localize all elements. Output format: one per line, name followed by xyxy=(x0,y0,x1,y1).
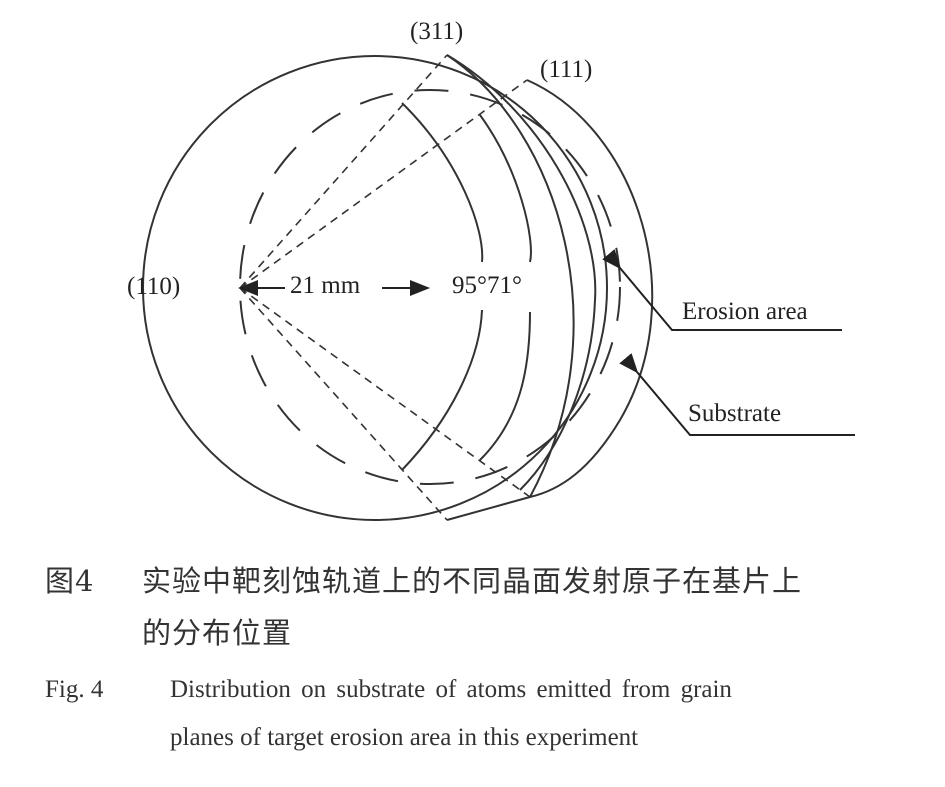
substrate-leader xyxy=(619,353,855,436)
caption-en-line1: Distribution on substrate of atoms emitt… xyxy=(170,676,732,703)
distance-label: 21 mm xyxy=(290,272,361,299)
label-111: (111) xyxy=(540,56,593,83)
label-110: (110) xyxy=(127,273,181,300)
angle-label: 95°71° xyxy=(452,272,522,299)
caption-cn-line2: 的分布位置 xyxy=(142,616,293,650)
arc-inner-1 xyxy=(401,102,484,471)
arc-311-inner xyxy=(446,54,597,491)
erosion-area-dashed xyxy=(239,89,621,485)
offset-circle-arc xyxy=(526,79,654,498)
substrate-circle xyxy=(142,55,608,521)
erosion-leader xyxy=(602,249,842,331)
label-311: (311) xyxy=(410,18,464,45)
caption-cn-number: 图4 xyxy=(45,564,95,598)
ray-311-top xyxy=(239,54,448,289)
caption-en-number: Fig. 4 xyxy=(45,676,104,703)
ray-111-top xyxy=(239,79,528,289)
arc-311-outer xyxy=(446,54,575,521)
erosion-area-label: Erosion area xyxy=(682,298,808,325)
caption-cn-line1: 实验中靶刻蚀轨道上的不同晶面发射原子在基片上 xyxy=(142,564,803,598)
ray-311-bottom xyxy=(239,287,448,521)
ray-111-bottom xyxy=(239,287,531,498)
caption-en-line2: planes of target erosion area in this ex… xyxy=(170,724,639,751)
substrate-label: Substrate xyxy=(688,400,782,427)
arc-inner-2 xyxy=(479,114,532,461)
